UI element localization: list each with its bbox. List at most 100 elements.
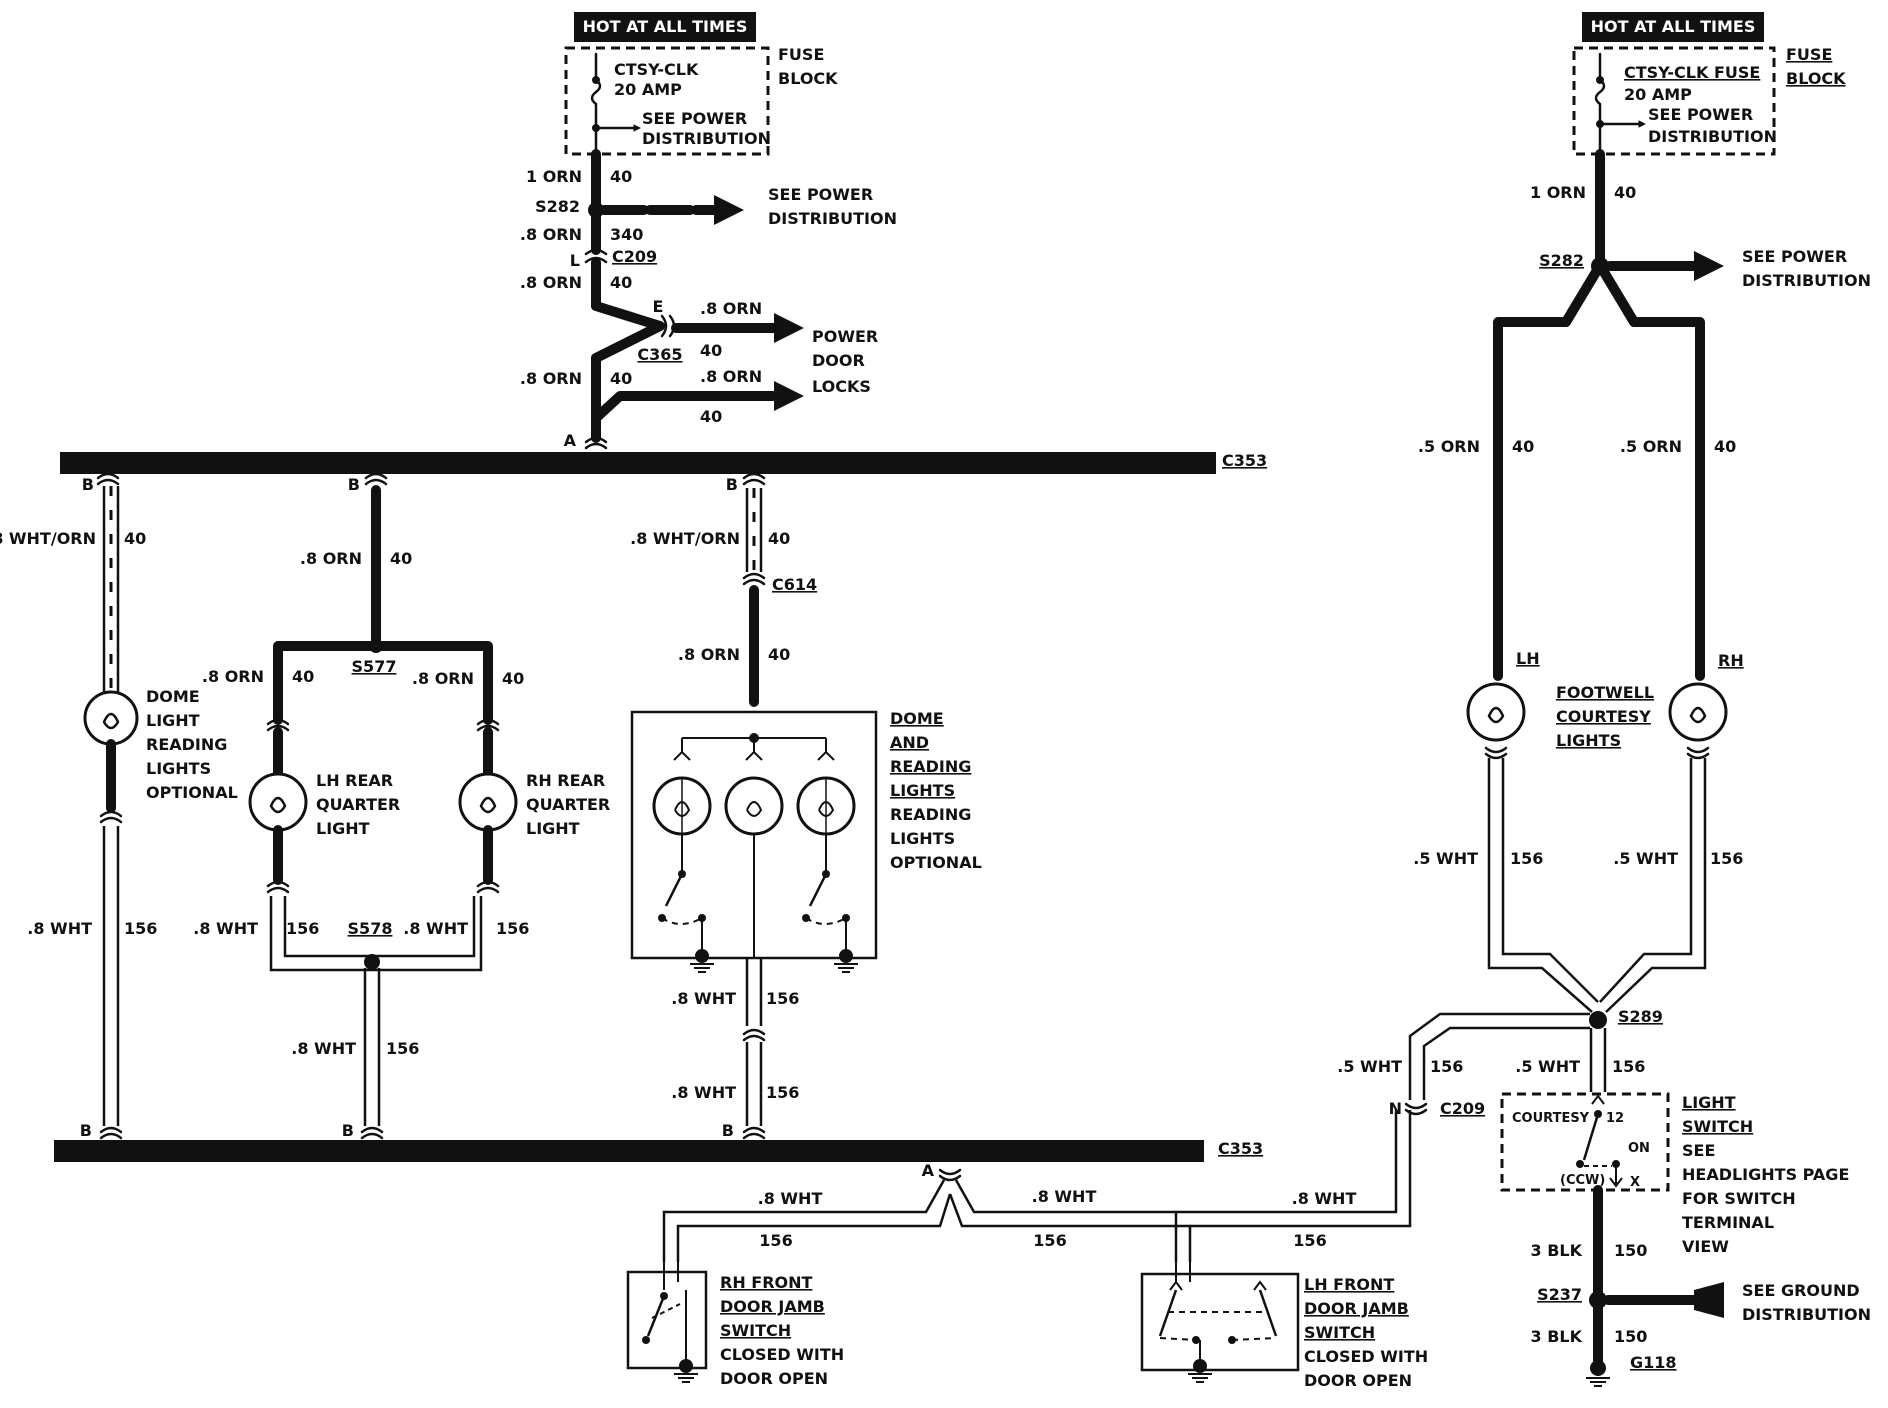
c353-top-bar — [60, 452, 1216, 474]
right-hot-label: HOT AT ALL TIMES — [1591, 17, 1756, 36]
svg-text:.8 ORN: .8 ORN — [412, 669, 474, 688]
svg-text:.8 WHT: .8 WHT — [671, 1083, 736, 1102]
svg-text:DOME: DOME — [146, 687, 200, 706]
svg-text:40: 40 — [610, 167, 632, 186]
svg-text:.8 ORN: .8 ORN — [678, 645, 740, 664]
ground-distribution-arrow-icon — [1694, 1282, 1724, 1318]
svg-text:FUSE: FUSE — [1786, 45, 1832, 64]
svg-text:.8 ORN: .8 ORN — [300, 549, 362, 568]
svg-text:BLOCK: BLOCK — [1786, 69, 1846, 88]
svg-text:40: 40 — [700, 407, 722, 426]
right-fuse-icon — [1594, 52, 1606, 156]
quarter-lights-branch: B .8 ORN 40 S577 .8 ORN 40 .8 ORN 40 LH … — [193, 472, 610, 1140]
svg-text:.8 WHT: .8 WHT — [1292, 1189, 1357, 1208]
svg-text:20 AMP: 20 AMP — [1624, 85, 1692, 104]
svg-text:OPTIONAL: OPTIONAL — [890, 853, 982, 872]
svg-text:B: B — [722, 1121, 734, 1140]
svg-text:TERMINAL: TERMINAL — [1682, 1213, 1774, 1232]
svg-text:CLOSED WITH: CLOSED WITH — [720, 1345, 844, 1364]
reading-switch-left — [664, 873, 684, 907]
svg-text:B: B — [82, 475, 94, 494]
svg-text:.8 ORN: .8 ORN — [520, 225, 582, 244]
svg-text:VIEW: VIEW — [1682, 1237, 1729, 1256]
rh-footwell-light-icon — [1668, 682, 1728, 742]
svg-text:40: 40 — [768, 529, 790, 548]
left-fuse-icon — [590, 52, 602, 156]
svg-text:L: L — [570, 251, 580, 270]
svg-text:.8 WHT: .8 WHT — [403, 919, 468, 938]
svg-text:156: 156 — [1510, 849, 1543, 868]
svg-text:RH: RH — [1718, 651, 1744, 670]
door-jamb-switch-circuit: A .8 WHT 156 .8 WHT 156 .8 WHT 156 RH FR… — [626, 1110, 1428, 1390]
svg-text:1 ORN: 1 ORN — [526, 167, 582, 186]
svg-text:40: 40 — [700, 341, 722, 360]
dome-light-center-icon — [724, 776, 784, 836]
svg-text:LIGHTS: LIGHTS — [1556, 731, 1621, 750]
svg-text:DOOR: DOOR — [812, 351, 865, 370]
svg-text:A: A — [922, 1161, 935, 1180]
ground-icon — [1188, 1359, 1212, 1383]
svg-text:150: 150 — [1614, 1241, 1647, 1260]
svg-text:1 ORN: 1 ORN — [1530, 183, 1586, 202]
svg-text:COURTESY: COURTESY — [1512, 1111, 1590, 1126]
svg-text:LIGHT: LIGHT — [316, 819, 370, 838]
right-fuse-block — [1572, 46, 1776, 156]
left-hot-label: HOT AT ALL TIMES — [583, 17, 748, 36]
svg-text:QUARTER: QUARTER — [316, 795, 400, 814]
rh-rear-quarter-light-icon — [458, 772, 518, 832]
svg-text:.8 ORN: .8 ORN — [520, 273, 582, 292]
svg-text:156: 156 — [1710, 849, 1743, 868]
lh-rear-quarter-light-icon — [248, 772, 308, 832]
svg-text:RH FRONT: RH FRONT — [720, 1273, 813, 1292]
svg-text:C365: C365 — [637, 345, 682, 364]
svg-text:SEE POWER: SEE POWER — [642, 109, 747, 128]
svg-text:.8 WHT/ORN: .8 WHT/ORN — [630, 529, 740, 548]
svg-text:DOME: DOME — [890, 709, 944, 728]
svg-text:.8 ORN: .8 ORN — [700, 367, 762, 386]
svg-text:FUSE: FUSE — [778, 45, 824, 64]
svg-text:156: 156 — [386, 1039, 419, 1058]
svg-text:B: B — [348, 475, 360, 494]
svg-text:40: 40 — [1512, 437, 1534, 456]
svg-text:DISTRIBUTION: DISTRIBUTION — [768, 209, 897, 228]
s289-splice — [1589, 1011, 1607, 1029]
svg-text:.8 ORN: .8 ORN — [700, 299, 762, 318]
svg-text:AND: AND — [890, 733, 929, 752]
svg-text:G118: G118 — [1630, 1353, 1677, 1372]
svg-text:DISTRIBUTION: DISTRIBUTION — [1742, 1305, 1871, 1324]
svg-text:.5 WHT: .5 WHT — [1515, 1057, 1580, 1076]
svg-text:40: 40 — [610, 369, 632, 388]
svg-text:B: B — [726, 475, 738, 494]
svg-text:20 AMP: 20 AMP — [614, 80, 682, 99]
svg-text:S578: S578 — [348, 919, 393, 938]
reading-lights-branch: B .8 WHT/ORN 40 C614 .8 ORN 40 — [630, 472, 982, 1140]
svg-text:C209: C209 — [612, 247, 657, 266]
svg-text:LH FRONT: LH FRONT — [1304, 1275, 1394, 1294]
svg-text:LH REAR: LH REAR — [316, 771, 393, 790]
svg-text:A: A — [564, 431, 577, 450]
svg-text:156: 156 — [1293, 1231, 1326, 1250]
svg-text:B: B — [342, 1121, 354, 1140]
svg-text:156: 156 — [124, 919, 157, 938]
svg-text:SEE POWER: SEE POWER — [1742, 247, 1847, 266]
svg-text:40: 40 — [124, 529, 146, 548]
left-power-feed: HOT AT ALL TIMES CTSY-CLK 20 AMP SEE POW… — [520, 12, 897, 450]
svg-text:SEE POWER: SEE POWER — [1648, 105, 1753, 124]
lh-footwell-light-icon — [1466, 682, 1526, 742]
svg-text:40: 40 — [768, 645, 790, 664]
svg-text:LIGHTS: LIGHTS — [890, 781, 955, 800]
rh-front-door-jamb-switch — [626, 1270, 708, 1370]
svg-text:156: 156 — [496, 919, 529, 938]
svg-text:LIGHT: LIGHT — [1682, 1093, 1736, 1112]
svg-text:.5 ORN: .5 ORN — [1620, 437, 1682, 456]
svg-text:.5 WHT: .5 WHT — [1613, 849, 1678, 868]
svg-text:S237: S237 — [1537, 1285, 1582, 1304]
svg-text:S282: S282 — [535, 197, 580, 216]
svg-text:.5 ORN: .5 ORN — [1418, 437, 1480, 456]
svg-text:READING: READING — [890, 757, 971, 776]
light-switch-box — [1500, 1092, 1670, 1192]
svg-text:LOCKS: LOCKS — [812, 377, 871, 396]
svg-text:C209: C209 — [1440, 1099, 1485, 1118]
svg-text:S577: S577 — [352, 657, 397, 676]
